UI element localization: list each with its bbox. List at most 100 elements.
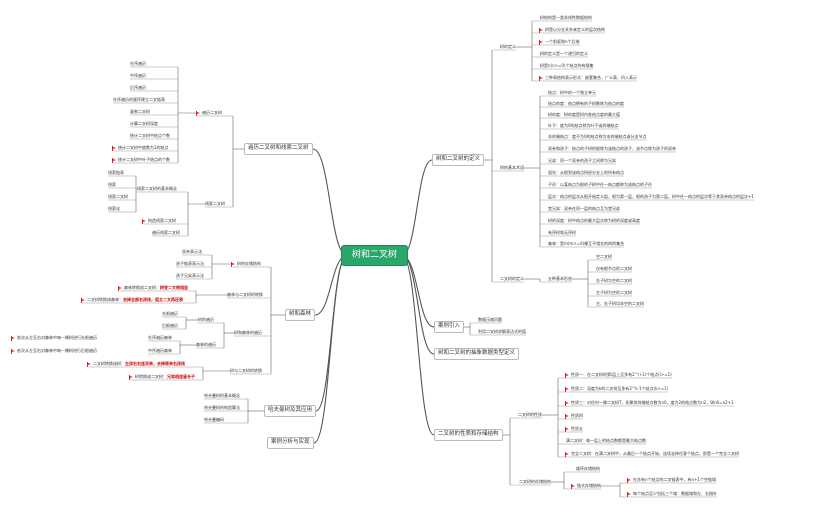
basic-terms[interactable]: 树的基本术语: [500, 165, 524, 170]
forest-traversal[interactable]: 森林的遍历: [196, 342, 216, 347]
linked-storage[interactable]: 链式存储结构: [571, 484, 601, 489]
sequential-storage[interactable]: 顺序存储结构: [576, 466, 600, 471]
flag-icon: [539, 40, 543, 45]
term-item: 叶子：度为0的结点称为叶子或终端结点: [548, 123, 619, 128]
term-item: 森林：是m(m>=0)棵互不相交的树的集合: [548, 241, 625, 246]
convert-rule: 森林转换成二叉树：树变二叉根相连: [118, 286, 188, 291]
thread-concept-item: 线索: [108, 182, 116, 187]
tree-def-item: 树的定义是一个递归的定义: [540, 51, 588, 56]
term-item: 子孙：以某结点为根的子树中任一结点都称为该结点的子孙: [548, 182, 652, 187]
flag-icon: [11, 349, 15, 354]
tree-def-item: 一个前驱和n个后继: [539, 40, 580, 45]
tree-definition[interactable]: 树的定义: [500, 44, 516, 49]
case-item: 数据压缩问题: [478, 317, 502, 322]
flag-icon: [142, 219, 146, 224]
tree-walk-item: 先根遍历: [162, 311, 178, 316]
term-item: 有序树和无序树: [548, 230, 576, 235]
term-item: 树的深度：树中结点的最大层次称为树的深度或高度: [548, 218, 640, 223]
flag-icon: [231, 262, 235, 267]
root-topic[interactable]: 树和二叉树: [341, 245, 409, 266]
form-item: 左子树为空的二叉树: [596, 290, 632, 295]
tree-bt-rule: 二叉树转换成树：左孩右右连双亲，去掉原来右孩线: [87, 362, 185, 367]
branch-forest[interactable]: 树和森林: [285, 309, 316, 321]
flag-icon: [112, 146, 116, 151]
huffman-item: 哈夫曼树的基本概念: [204, 393, 240, 398]
flag-icon: [565, 414, 569, 419]
flag-icon: [112, 158, 116, 163]
branch-definition[interactable]: 树和二叉树的定义: [432, 154, 485, 166]
forest-walk-item: 依次从左至右对森林中每一棵树进行后根遍历: [11, 349, 97, 354]
traverse-item: 复制二叉树: [130, 109, 150, 114]
term-item: 祖先：从根到该结点所经分支上的所有结点: [548, 170, 624, 175]
property-item: 满二叉树：每一层上的结点数都是最大结点数: [566, 438, 646, 443]
property-item: 性质二：深度为k的二叉树至多有2^k-1个结点(k>=1): [565, 387, 668, 392]
tree-bt-rule: 树转换成二叉树：兄弟相连留长子: [129, 375, 195, 380]
five-forms[interactable]: 五种基本形态: [548, 276, 572, 281]
tree-def-item: 树结构是一类非线性数据结构: [540, 15, 592, 20]
branch-analysis[interactable]: 案例分析与实现: [267, 437, 314, 449]
storage-item: 孩子链表表示法: [176, 261, 204, 266]
form-item: 左、右子树均非空的二叉树: [596, 301, 644, 306]
term-item: 双亲和孩子：结点的子树的根称为该结点的孩子，该节点称为孩子的双亲: [548, 146, 676, 151]
property-item: 性质五: [565, 427, 583, 432]
term-item: 堂兄弟：双亲在同一层的结点互为堂兄弟: [548, 206, 620, 211]
branch-properties[interactable]: 二叉树的性质和存储结构: [434, 429, 503, 441]
linked-item: 在含有n个结点的二叉链表中，有n+1个空链域: [627, 478, 716, 483]
tree-forest-traversal[interactable]: 树和森林的遍历: [234, 330, 262, 335]
tree-traversal[interactable]: 树的遍历: [198, 317, 214, 322]
property-item: 完全二叉树：在满二叉树中，从最后一个结点开始，连续去掉任意个结点，即是一个完全二…: [565, 452, 739, 457]
term-item: 层次：结点的层次从根开始定义起，根为第一层，根的孩子为第二层。树中任一结点的层次…: [548, 194, 754, 199]
branch-traversal[interactable]: 遍历二叉树和线索二叉树: [244, 143, 313, 155]
forest-walk-item: 依次从左至右对森林中每一棵树进行先根遍历: [11, 336, 97, 341]
tree-def-item: 树是以分支关系来定义的层次结构: [539, 28, 605, 33]
traverse-binary-tree[interactable]: 遍历二叉树: [196, 111, 222, 116]
binary-tree-definition[interactable]: 二叉树的定义: [500, 276, 524, 281]
flag-icon: [81, 298, 85, 303]
traverse-item: 先序遍历: [130, 61, 146, 66]
flag-icon: [87, 362, 91, 367]
forest-bt-convert[interactable]: 森林与二叉树的转换: [227, 292, 263, 297]
bt-storage[interactable]: 二叉树的存储结构: [519, 479, 551, 484]
connector-line: [401, 254, 435, 328]
term-item: 结点：树中的一个独立单元: [548, 90, 596, 95]
branch-huffman[interactable]: 哈夫曼树及其应用: [264, 405, 317, 417]
thread-concept[interactable]: 线索二叉树的基本概念: [137, 186, 177, 191]
thread-concept-item: 线索链表: [108, 170, 124, 175]
tree-bt-convert[interactable]: 树与二叉树的转换: [230, 368, 262, 373]
tree-def-item: 树是n(n>=0)个结点的有限集: [540, 63, 594, 68]
property-item: 性质一：在二叉树的第i层上至多有2^(i-1)个结点(i>=1): [565, 373, 672, 378]
flag-icon: [11, 336, 15, 341]
flag-icon: [196, 111, 200, 116]
flag-icon: [118, 286, 122, 291]
form-item: 仅有根节点的二叉树: [596, 266, 632, 271]
branch-adt[interactable]: 树和二叉树的抽象数据类型定义: [434, 348, 520, 360]
bt-properties[interactable]: 二叉树的性质: [518, 412, 542, 417]
flag-icon: [627, 478, 631, 483]
forest-walk-name: 先序遍历森林: [148, 335, 172, 340]
branch-cases[interactable]: 案例引入: [434, 321, 465, 333]
connector-line: [312, 148, 348, 257]
flag-icon: [129, 375, 133, 380]
huffman-item: 哈夫曼树的构造算法: [204, 405, 240, 410]
convert-rule: 二叉树转换成森林：去掉全部右孩线，孤立二叉再还原: [81, 298, 183, 303]
traverse-item: 计算二叉树深度: [130, 121, 158, 126]
form-item: 空二叉树: [596, 254, 612, 259]
storage-item: 孩子兄弟表示法: [176, 273, 204, 278]
tree-storage[interactable]: 树的存储结构: [231, 262, 261, 267]
tree-walk-item: 后根遍历: [162, 323, 178, 328]
flag-icon: [565, 401, 569, 406]
connector-line: [313, 254, 348, 444]
thread-binary-tree[interactable]: 线索二叉树: [205, 201, 225, 206]
walk-thread-tree[interactable]: 遍历线索二叉树: [152, 230, 180, 235]
term-item: 兄弟：同一个双亲的孩子之间称为兄弟: [548, 158, 616, 163]
flag-icon: [627, 492, 631, 497]
flag-icon: [539, 76, 543, 81]
flag-icon: [565, 373, 569, 378]
connector-line: [401, 254, 435, 436]
build-thread-tree[interactable]: 构造线索二叉树: [142, 219, 176, 224]
linked-item: 每个结点至少包括三个域：数据域和左、右指针: [627, 492, 717, 497]
traverse-item: 后序遍历: [130, 85, 146, 90]
traverse-item: 中序遍历: [130, 73, 146, 78]
